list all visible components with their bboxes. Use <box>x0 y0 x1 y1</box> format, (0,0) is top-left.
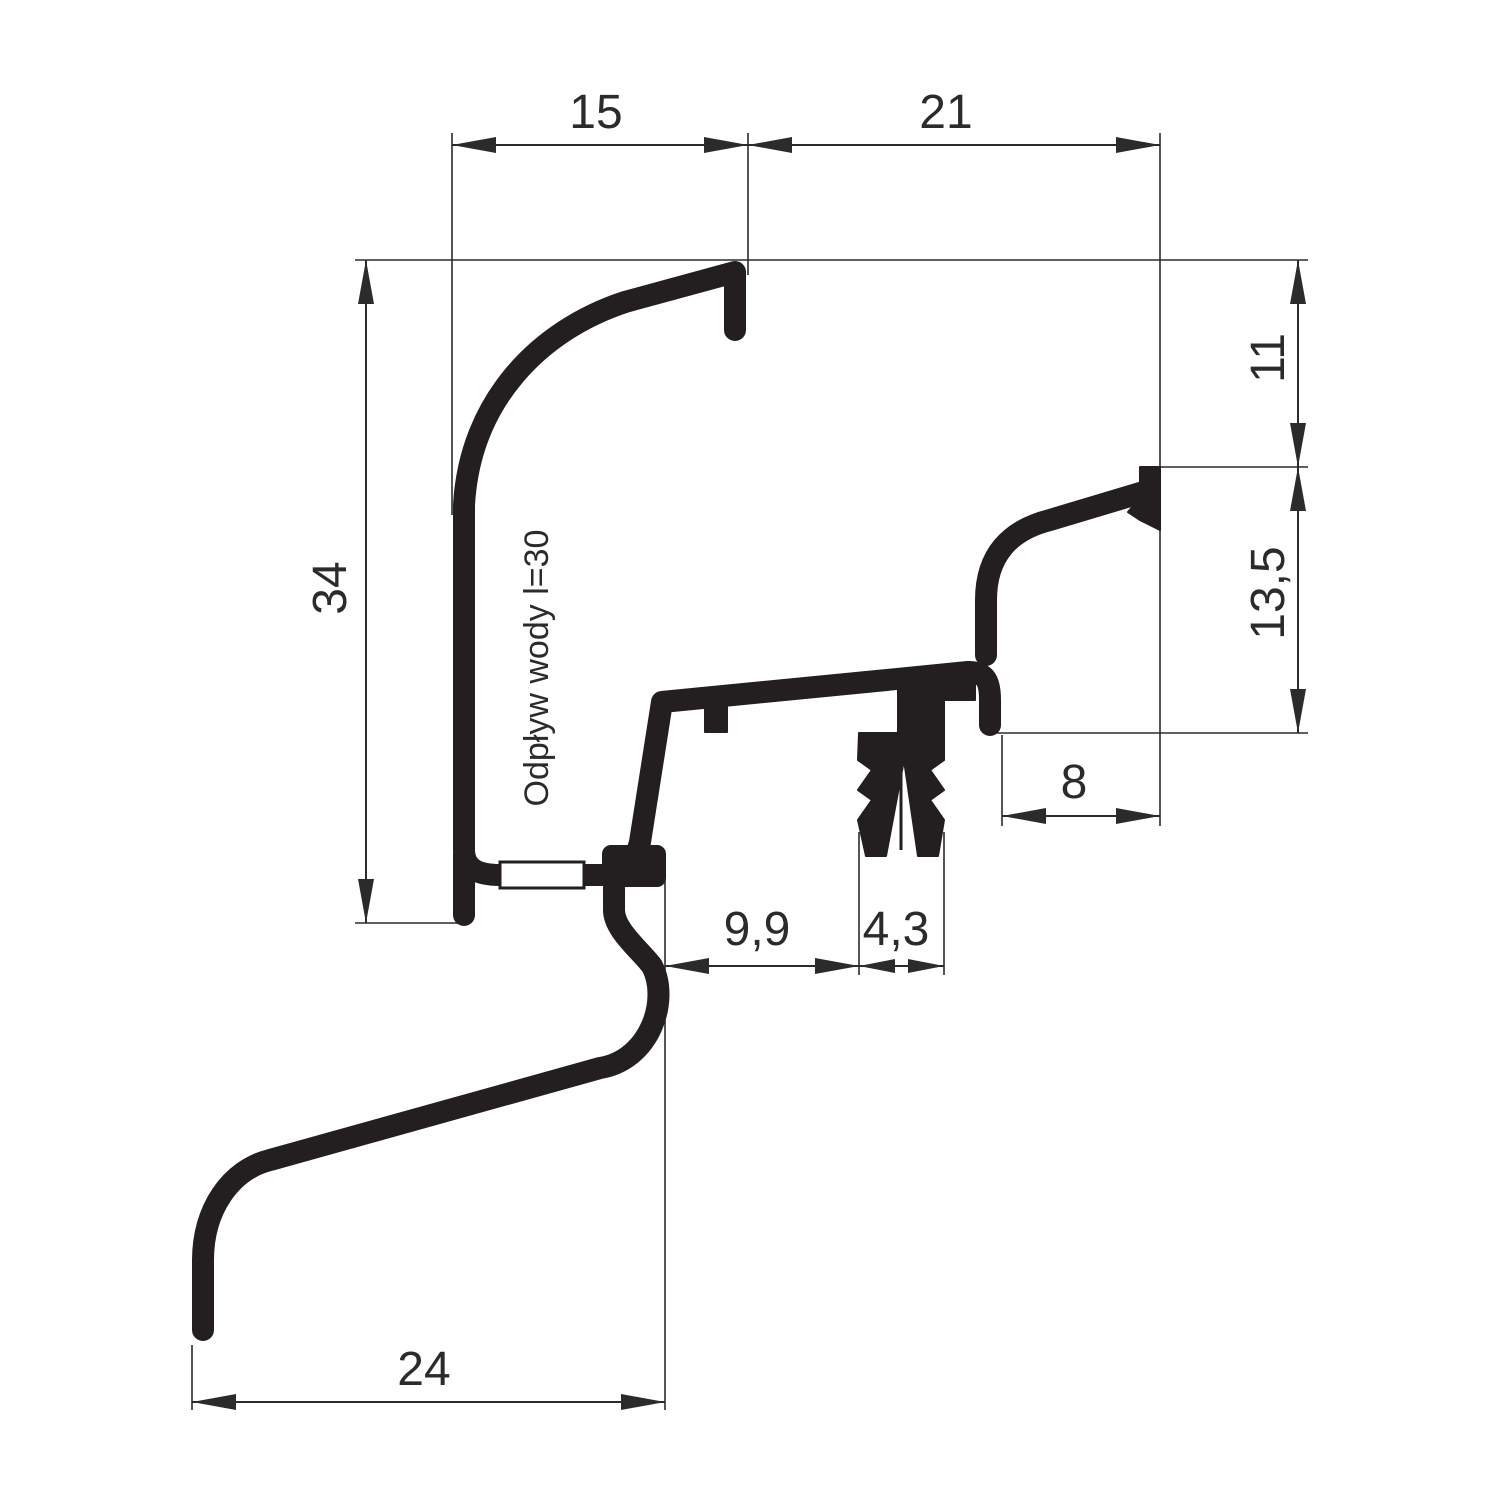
arrow-21-left <box>748 137 792 153</box>
arrow-15-right <box>704 137 748 153</box>
dim-label-34: 34 <box>304 561 357 614</box>
arrow-4-3-right <box>908 959 944 973</box>
drain-note: Odpływ wody l=30 <box>518 530 556 807</box>
profile-lower-sill <box>192 877 670 1341</box>
arrow-24-left <box>192 1394 236 1410</box>
aluminium-profile <box>192 261 1161 1341</box>
gasket-fins <box>857 732 945 857</box>
arrow-34-top <box>358 260 374 304</box>
dim-label-24: 24 <box>397 1343 450 1396</box>
dim-label-8: 8 <box>1061 756 1088 809</box>
arrow-11-top <box>1290 260 1306 304</box>
profile-small-tab <box>704 699 728 733</box>
arrow-13-5-bottom <box>1290 689 1306 733</box>
gasket-collar <box>934 677 976 701</box>
arrow-11-bottom <box>1290 423 1306 467</box>
arrow-4-3-left <box>859 959 895 973</box>
profile-right-lip <box>957 661 1001 736</box>
arrow-13-5-top <box>1290 467 1306 511</box>
profile-right-wing <box>975 479 1161 666</box>
dimension-labels: 15 21 34 11 13,5 8 9,9 4,3 24 <box>304 86 1295 1396</box>
dim-label-21: 21 <box>919 86 972 139</box>
drain-slot <box>498 860 586 890</box>
arrow-24-right <box>621 1394 665 1410</box>
dim-label-11: 11 <box>1242 333 1295 383</box>
extension-lines <box>191 133 1308 1410</box>
arrow-8-right <box>1116 808 1160 824</box>
dim-label-13-5: 13,5 <box>1242 546 1295 639</box>
arrow-21-right <box>1116 137 1160 153</box>
dim-label-15: 15 <box>569 86 622 139</box>
arrow-8-left <box>1002 808 1046 824</box>
arrow-34-bottom <box>358 879 374 923</box>
arrow-9-9-left <box>665 958 709 974</box>
dim-label-9-9: 9,9 <box>724 903 791 956</box>
dim-label-4-3: 4,3 <box>863 903 930 956</box>
arrow-15-left <box>452 137 496 153</box>
arrow-9-9-right <box>815 958 859 974</box>
profile-junction-block <box>602 845 666 887</box>
dimension-lines <box>192 137 1306 1410</box>
profile-end-flange <box>1127 466 1161 531</box>
